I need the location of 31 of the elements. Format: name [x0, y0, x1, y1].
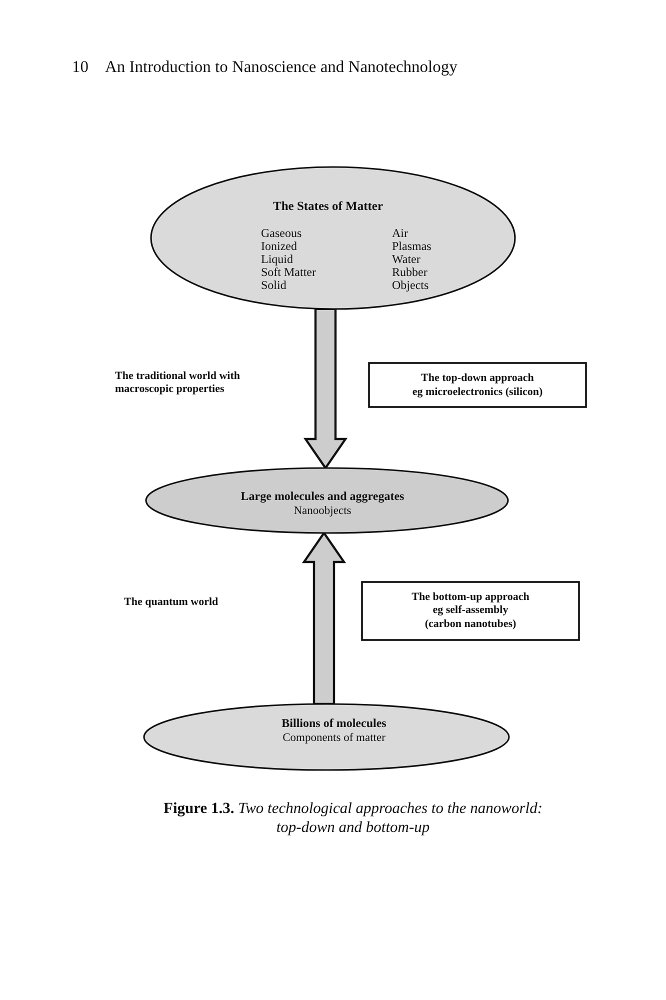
list-item: Objects: [392, 279, 429, 292]
node-subtitle: Nanoobjects: [294, 504, 352, 519]
list-item: Water: [392, 253, 420, 266]
list-item: Ionized: [261, 240, 297, 253]
ellipse-node: [150, 166, 516, 310]
list-item: Solid: [261, 279, 286, 292]
ellipse-node: [143, 703, 510, 771]
approach-example: eg self-assembly (carbon nanotubes): [424, 604, 518, 632]
list-item: Air: [392, 227, 408, 240]
node-heading: Billions of molecules: [282, 716, 386, 730]
list-item: Plasmas: [392, 240, 432, 253]
approach-title: The bottom-up approach: [412, 590, 530, 604]
list-item: Gaseous: [261, 227, 302, 240]
block-arrow: [303, 308, 348, 470]
approach-example: eg microelectronics (silicon): [412, 385, 543, 399]
approach-box: [368, 362, 587, 408]
node-heading: Large molecules and aggregates: [240, 488, 404, 504]
node-subtitle: Components of matter: [282, 730, 386, 746]
list-item: Soft Matter: [261, 266, 316, 279]
node-heading: The States of Matter: [272, 199, 384, 214]
list-item: Rubber: [392, 266, 428, 279]
approach-title: The top-down approach: [421, 371, 534, 385]
side-label: The traditional world with macroscopic properties: [115, 370, 241, 396]
figure-caption: Figure 1.3. Two technological approaches to the nanoworld: top-down and bottom-up: [162, 800, 544, 837]
page-number: 10: [72, 57, 88, 77]
side-label: The quantum world: [124, 596, 218, 609]
list-item: Liquid: [261, 253, 293, 266]
approach-box: [361, 581, 580, 641]
running-header: An Introduction to Nanoscience and Nanotechnology: [105, 57, 458, 77]
block-arrow: [302, 531, 346, 706]
ellipse-node: [145, 467, 509, 534]
